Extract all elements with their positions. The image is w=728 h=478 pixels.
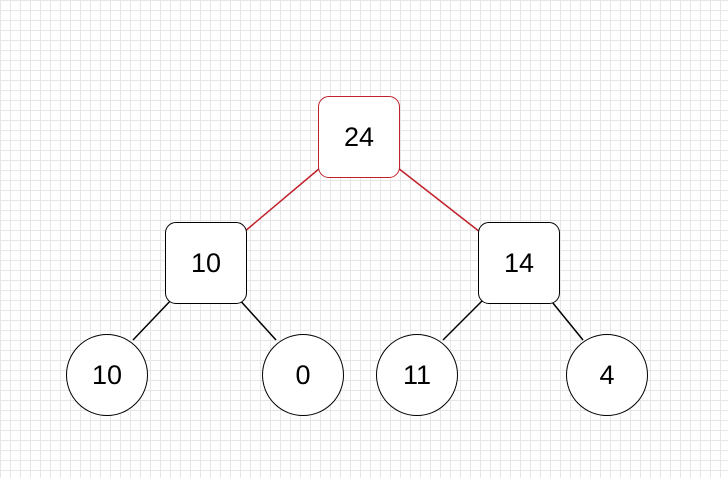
node-right-label: 14	[503, 247, 535, 278]
node-left-label: 10	[190, 247, 222, 278]
edge-root-right	[397, 167, 481, 233]
edge-left-leftleft	[132, 296, 175, 341]
node-right[interactable]: 14	[478, 222, 560, 304]
edge-right-rightleft	[442, 296, 487, 341]
node-left-right-label: 0	[295, 359, 311, 390]
node-left-left[interactable]: 10	[66, 334, 148, 416]
node-right-left-label: 11	[402, 359, 432, 390]
node-left-left-label: 10	[91, 359, 123, 390]
edge-root-left	[243, 167, 321, 233]
node-right-right[interactable]: 4	[566, 334, 648, 416]
edge-left-leftright	[236, 296, 277, 341]
edge-right-rightright	[547, 296, 584, 341]
node-root-label: 24	[343, 121, 375, 152]
node-root[interactable]: 24	[318, 96, 400, 178]
node-right-right-label: 4	[599, 359, 615, 390]
node-right-left[interactable]: 11	[376, 334, 458, 416]
node-left[interactable]: 10	[165, 222, 247, 304]
node-left-right[interactable]: 0	[262, 334, 344, 416]
